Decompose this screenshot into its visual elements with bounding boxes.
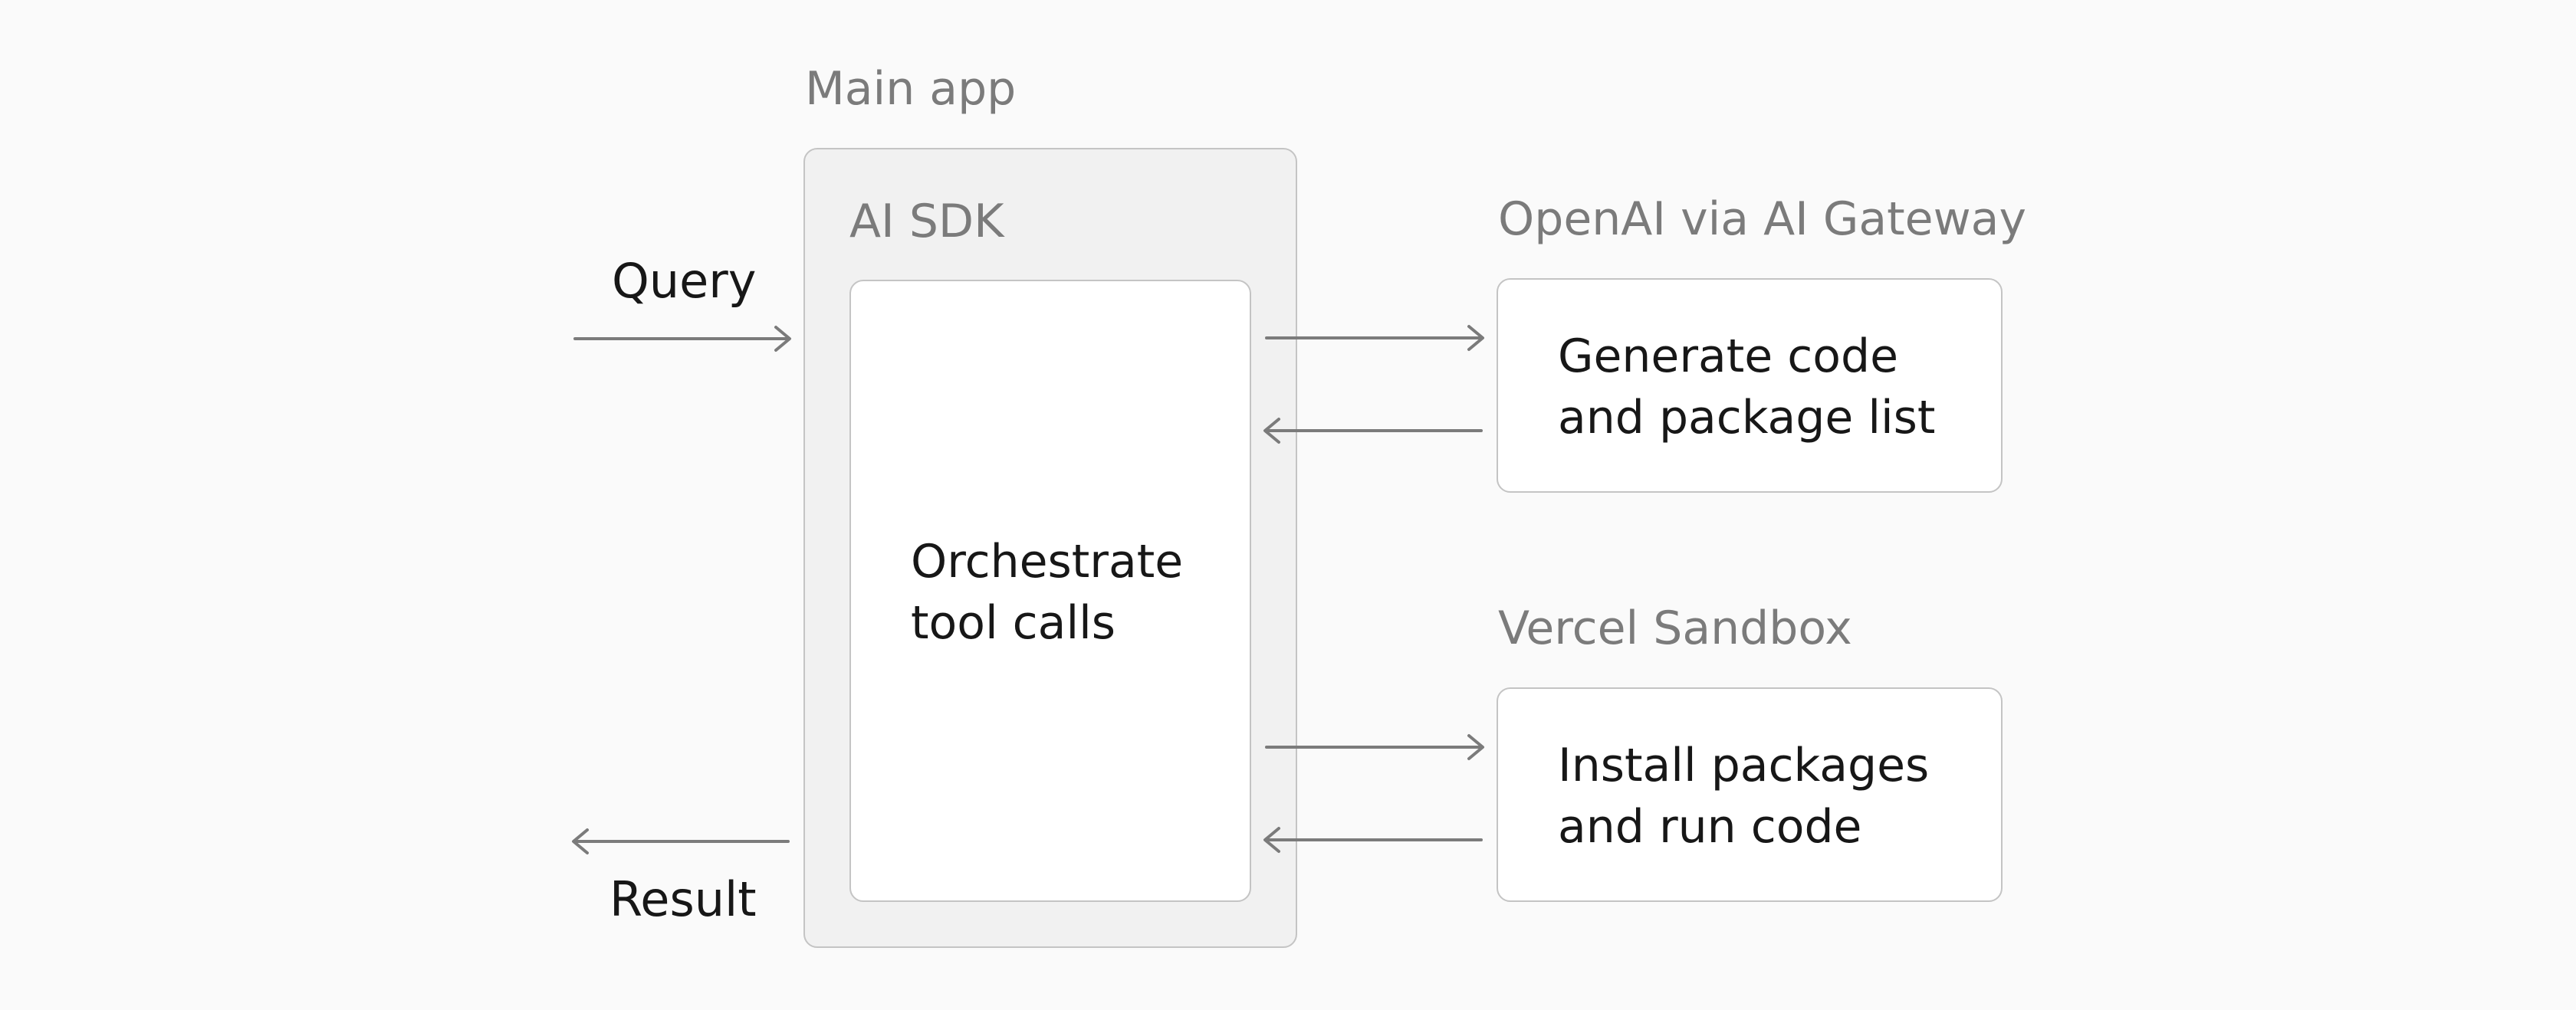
- gateway-text: Generate code and package list: [1558, 326, 1935, 448]
- result-label: Result: [610, 871, 757, 927]
- sandbox-line-2: and run code: [1558, 800, 1862, 854]
- ai-sdk-label: AI SDK: [849, 195, 1004, 248]
- sandbox-box: Install packages and run code: [1497, 687, 2003, 902]
- request-to-sandbox-arrow: [1265, 734, 1484, 760]
- response-from-gateway-arrow: [1263, 418, 1483, 444]
- sandbox-label: Vercel Sandbox: [1498, 602, 1852, 655]
- request-to-gateway-arrow: [1265, 325, 1484, 351]
- response-from-sandbox-arrow: [1263, 827, 1483, 853]
- orchestrator-line-2: tool calls: [911, 596, 1116, 650]
- sandbox-line-1: Install packages: [1558, 739, 1930, 792]
- orchestrator-box: Orchestrate tool calls: [849, 280, 1251, 902]
- gateway-line-1: Generate code: [1558, 330, 1898, 383]
- orchestrator-line-1: Orchestrate: [911, 535, 1184, 589]
- query-arrow: [573, 326, 791, 352]
- orchestrator-text: Orchestrate tool calls: [911, 531, 1183, 654]
- result-arrow: [572, 828, 790, 854]
- query-label: Query: [612, 253, 757, 309]
- sandbox-text: Install packages and run code: [1558, 735, 1929, 858]
- main-app-label: Main app: [805, 62, 1017, 116]
- gateway-box: Generate code and package list: [1497, 278, 2003, 493]
- gateway-line-2: and package list: [1558, 391, 1936, 444]
- gateway-label: OpenAI via AI Gateway: [1498, 192, 2026, 246]
